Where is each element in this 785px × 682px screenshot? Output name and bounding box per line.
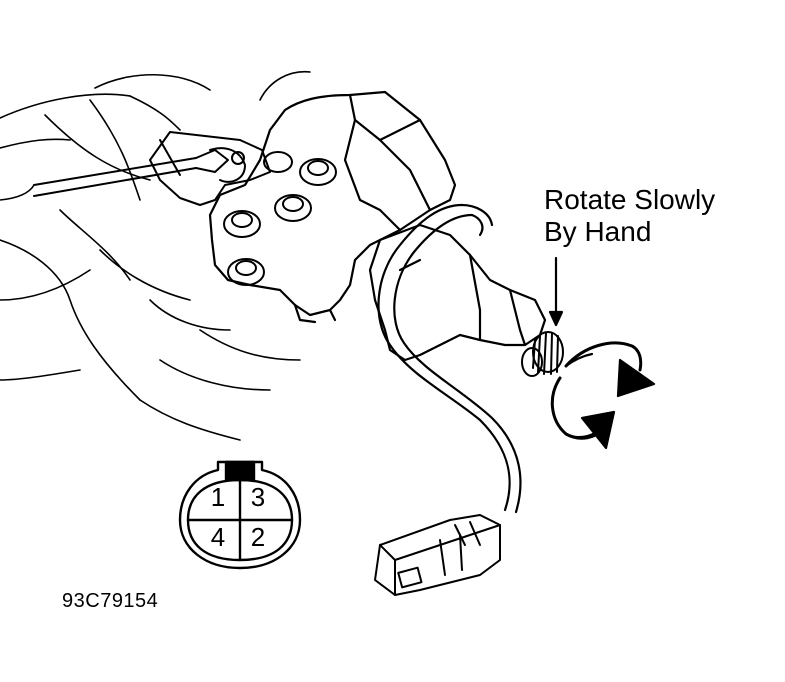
tool-rod [33, 149, 229, 197]
callout-label: Rotate Slowly By Hand [544, 184, 715, 248]
connector-face-diagram [178, 460, 302, 570]
connector-plug [374, 514, 501, 596]
pin-4-label: 4 [210, 522, 226, 552]
pointer-arrow [548, 256, 564, 327]
callout-line-1: Rotate Slowly [544, 184, 716, 215]
pin-2-label: 2 [250, 522, 266, 552]
figure-id: 93C79154 [62, 590, 159, 612]
pin-3-label: 3 [250, 482, 266, 512]
callout-line-2: By Hand [544, 216, 652, 247]
distributor-housing [368, 223, 547, 362]
wire-harness [377, 203, 522, 514]
engine-background-lines [0, 70, 311, 441]
distributor-cap [208, 90, 457, 324]
terminal-towers [223, 151, 337, 286]
shaft-gear [521, 331, 564, 377]
bracket [149, 131, 271, 206]
rotation-arrow-icon [550, 341, 656, 450]
pin-1-label: 1 [210, 482, 226, 512]
